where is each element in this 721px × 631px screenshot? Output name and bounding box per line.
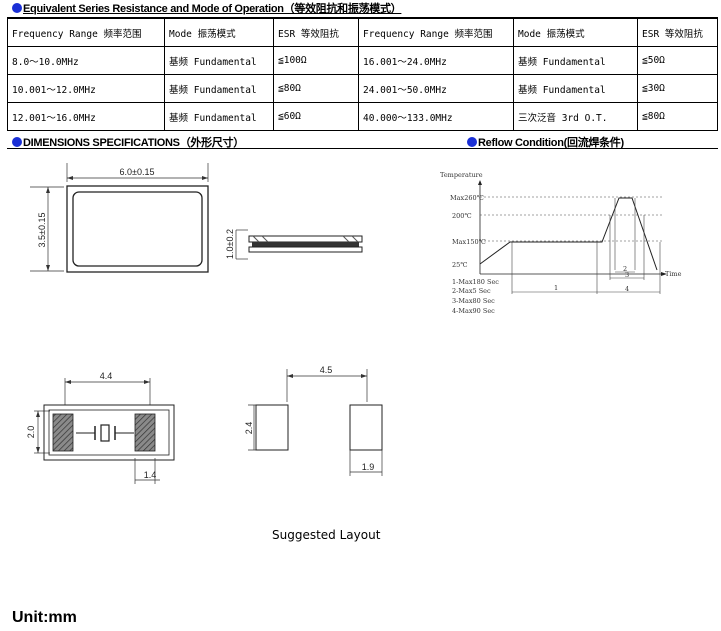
table-cell: 40.000～133.0MHz bbox=[358, 102, 514, 131]
unit-label: Unit:mm bbox=[12, 609, 77, 626]
interval-label: 4 bbox=[625, 285, 629, 293]
header-cell: ESR 等效阻抗 bbox=[273, 17, 359, 47]
table-cell: 基频 Fundamental bbox=[164, 74, 274, 103]
pad-width-dimension: 1.4 bbox=[144, 470, 157, 480]
temp-label: Max150℃ bbox=[452, 238, 486, 246]
bullet-icon bbox=[467, 137, 477, 147]
temp-label: Max260℃ bbox=[450, 194, 484, 202]
table-header-row: Frequency Range 频率范围 Mode 振荡模式 ESR 等效阻抗 … bbox=[7, 17, 718, 47]
reflow-y-axis-label: Temperature bbox=[440, 171, 483, 179]
table-cell: 基频 Fundamental bbox=[164, 46, 274, 75]
table-cell: ≦60Ω bbox=[273, 102, 359, 131]
package-top-view: 6.0±0.15 3.5±0.15 bbox=[30, 163, 209, 273]
reflow-note: 3-Max80 Sec bbox=[452, 297, 495, 305]
header-cell: ESR 等效阻抗 bbox=[637, 17, 718, 47]
interval-label: 2 bbox=[623, 265, 627, 273]
bullet-icon bbox=[12, 137, 22, 147]
layout-pad-width-dimension: 1.9 bbox=[362, 462, 375, 472]
esr-section-title: Equivalent Series Resistance and Mode of… bbox=[12, 0, 402, 16]
temp-label: 200℃ bbox=[452, 212, 472, 220]
interval-label: 3 bbox=[625, 271, 629, 279]
table-cell: 16.001～24.0MHz bbox=[358, 46, 514, 75]
table-cell: 基频 Fundamental bbox=[513, 46, 638, 75]
suggested-layout-label: Suggested Layout bbox=[272, 528, 381, 542]
pad-layout-view: 4.4 2.0 1.4 bbox=[26, 371, 175, 484]
esr-table: Frequency Range 频率范围 Mode 振荡模式 ESR 等效阻抗 … bbox=[7, 17, 718, 131]
dimensions-section-title: DIMENSIONS SPECIFICATIONS（外形尺寸） bbox=[12, 134, 244, 150]
layout-span-dimension: 4.5 bbox=[320, 365, 333, 375]
suggested-layout-drawing: 4.5 2.4 1.9 bbox=[244, 365, 383, 476]
reflow-note: 4-Max90 Sec bbox=[452, 307, 495, 315]
table-cell: 基频 Fundamental bbox=[164, 102, 274, 131]
reflow-section-title: Reflow Condition(回流焊条件) bbox=[467, 134, 624, 150]
reflow-profile-chart: Temperature Time Max260℃ 200℃ Max150℃ 25… bbox=[440, 171, 682, 315]
table-row: 10.001～12.0MHz 基频 Fundamental ≦80Ω 24.00… bbox=[7, 74, 718, 103]
table-cell: 24.001～50.0MHz bbox=[358, 74, 514, 103]
table-cell: 10.001～12.0MHz bbox=[7, 74, 165, 103]
table-cell: 三次泛音 3rd O.T. bbox=[513, 102, 638, 131]
header-cell: Mode 振荡模式 bbox=[164, 17, 274, 47]
header-cell: Frequency Range 频率范围 bbox=[358, 17, 514, 47]
reflow-x-axis-label: Time bbox=[665, 270, 682, 278]
height-dimension: 1.0±0.2 bbox=[225, 229, 235, 259]
table-cell: ≦80Ω bbox=[637, 102, 718, 131]
table-cell: ≦50Ω bbox=[637, 46, 718, 75]
header-cell: Mode 振荡模式 bbox=[513, 17, 638, 47]
table-cell: 12.001～16.0MHz bbox=[7, 102, 165, 131]
length-dimension: 6.0±0.15 bbox=[120, 167, 155, 177]
pad-height-dimension: 2.0 bbox=[26, 426, 36, 439]
table-cell: ≦100Ω bbox=[273, 46, 359, 75]
package-side-view: 1.0±0.2 bbox=[225, 229, 363, 260]
table-cell: ≦30Ω bbox=[637, 74, 718, 103]
header-cell: Frequency Range 频率范围 bbox=[7, 17, 165, 47]
bullet-icon bbox=[12, 3, 22, 13]
table-cell: ≦80Ω bbox=[273, 74, 359, 103]
temp-label: 25℃ bbox=[452, 261, 468, 269]
width-dimension: 3.5±0.15 bbox=[37, 213, 47, 248]
layout-height-dimension: 2.4 bbox=[244, 422, 254, 435]
table-row: 12.001～16.0MHz 基频 Fundamental ≦60Ω 40.00… bbox=[7, 102, 718, 131]
pad-span-dimension: 4.4 bbox=[100, 371, 113, 381]
reflow-note: 2-Max5 Sec bbox=[452, 287, 491, 295]
table-cell: 基频 Fundamental bbox=[513, 74, 638, 103]
table-cell: 8.0～10.0MHz bbox=[7, 46, 165, 75]
reflow-note: 1-Max180 Sec bbox=[452, 278, 499, 286]
section-divider bbox=[7, 148, 718, 149]
interval-label: 1 bbox=[554, 284, 558, 292]
table-row: 8.0～10.0MHz 基频 Fundamental ≦100Ω 16.001～… bbox=[7, 46, 718, 75]
